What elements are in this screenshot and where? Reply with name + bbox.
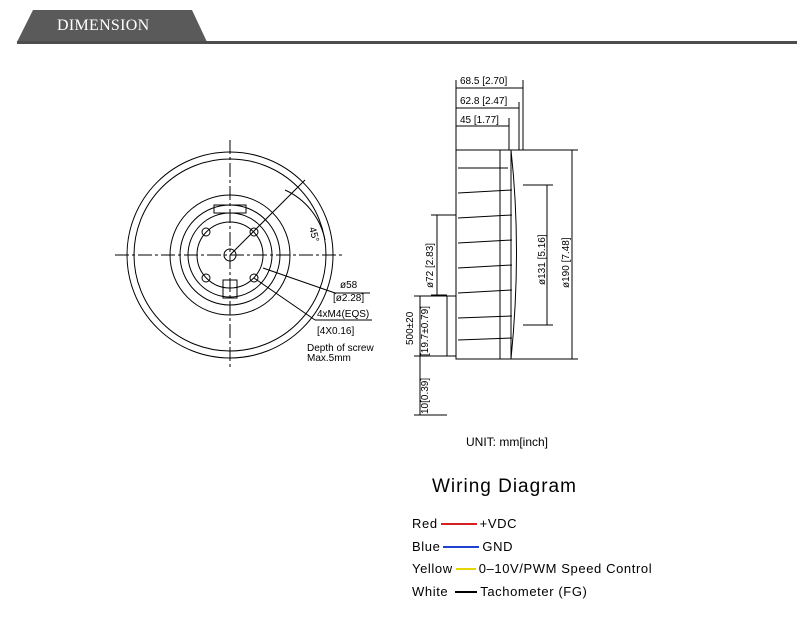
wire-row-blue: Blue GND xyxy=(412,539,513,554)
dia-131-label: ø131 [5.16] xyxy=(537,234,548,285)
wire-description: 0–10V/PWM Speed Control xyxy=(478,561,653,576)
wire-row-white: White Tachometer (FG) xyxy=(412,584,587,599)
section-title: DIMENSION xyxy=(57,17,150,34)
side-view xyxy=(414,80,578,416)
wire-line-red xyxy=(440,522,477,525)
wire-line-yellow xyxy=(455,567,476,570)
ten-mm-label: 10[0.39] xyxy=(420,378,431,414)
wire-color-name: Blue xyxy=(412,539,441,554)
diameter-label: ø58 xyxy=(340,280,358,291)
wire-color-name: White xyxy=(412,584,449,599)
lead-length-label: 500±20 xyxy=(405,311,416,345)
width-68-label: 68.5 [2.70] xyxy=(460,76,507,87)
dia-190-label: ø190 [7.48] xyxy=(561,237,572,288)
section-tab: DIMENSION xyxy=(17,10,207,42)
tab-shape xyxy=(17,10,207,42)
width-45-label: 45 [1.77] xyxy=(460,115,499,126)
section-divider xyxy=(17,41,797,44)
screw-inch-label: [4X0.16] xyxy=(317,326,354,337)
wire-description: Tachometer (FG) xyxy=(480,584,588,599)
width-62-label: 62.8 [2.47] xyxy=(460,96,507,107)
front-view xyxy=(115,140,372,370)
screw-depth-label: Depth of screw xyxy=(307,343,374,354)
wire-color-name: Yellow xyxy=(412,561,453,576)
wiring-title: Wiring Diagram xyxy=(432,476,577,497)
wire-row-red: Red +VDC xyxy=(412,516,517,531)
angle-label: 45° xyxy=(306,226,321,243)
wire-line-blue xyxy=(443,545,480,548)
wire-color-name: Red xyxy=(412,516,438,531)
diameter-inch-label: [ø2.28] xyxy=(333,293,364,304)
screw-label: 4xM4(EQS) xyxy=(317,309,369,320)
wire-description: +VDC xyxy=(479,516,518,531)
wire-row-yellow: Yellow 0–10V/PWM Speed Control xyxy=(412,561,652,576)
lead-length-inch-label: [19.7±0.79] xyxy=(420,306,431,356)
unit-label: UNIT: mm[inch] xyxy=(466,435,549,449)
wire-line-white xyxy=(455,590,478,593)
dia-72-label: ø72 [2.83] xyxy=(425,243,436,288)
screw-depth-max-label: Max.5mm xyxy=(307,353,351,364)
wire-description: GND xyxy=(482,539,514,554)
